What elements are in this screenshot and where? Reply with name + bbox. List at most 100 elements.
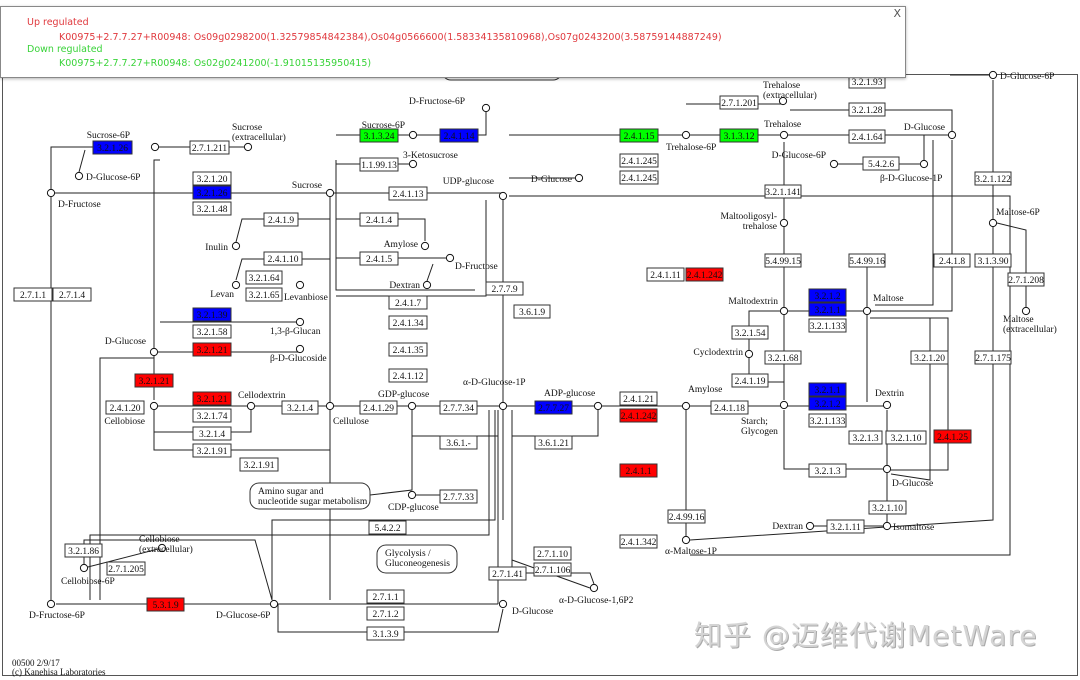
enzyme-box[interactable]: 2.4.1.15 xyxy=(619,128,659,143)
compound-node[interactable] xyxy=(744,349,754,359)
enzyme-box[interactable]: 2.4.1.19 xyxy=(731,373,769,388)
enzyme-box[interactable]: 2.4.1.64 xyxy=(848,129,886,144)
enzyme-box[interactable]: 2.4.1.20 xyxy=(105,400,145,415)
compound-node[interactable] xyxy=(681,401,691,411)
compound-node[interactable] xyxy=(589,583,599,593)
compound-node[interactable] xyxy=(422,280,432,290)
enzyme-box[interactable]: 3.2.1.26 xyxy=(192,185,232,200)
compound-node[interactable] xyxy=(498,191,508,201)
enzyme-box[interactable]: 2.7.1.10 xyxy=(533,546,572,561)
enzyme-box[interactable]: 2.7.7.27 xyxy=(534,400,573,415)
enzyme-box[interactable]: 3.2.1.39 xyxy=(192,307,232,322)
enzyme-box[interactable]: 3.2.1.10 xyxy=(868,500,907,515)
enzyme-box[interactable]: 2.4.1.14 xyxy=(439,128,479,143)
enzyme-box[interactable]: 3.6.1.9 xyxy=(513,304,551,319)
enzyme-box[interactable]: 2.4.1.34 xyxy=(388,315,428,330)
enzyme-box[interactable]: 3.2.1.86 xyxy=(64,543,103,558)
compound-node[interactable] xyxy=(74,171,84,181)
compound-node[interactable] xyxy=(779,130,789,140)
enzyme-box[interactable]: 2.7.1.4 xyxy=(52,287,92,302)
enzyme-box[interactable]: 2.4.1.245 xyxy=(619,153,659,168)
enzyme-box[interactable]: 3.2.1.122 xyxy=(974,171,1012,186)
compound-node[interactable] xyxy=(1021,306,1031,316)
compound-node[interactable] xyxy=(445,253,455,263)
enzyme-box[interactable]: 3.2.1.54 xyxy=(731,325,769,340)
compound-node[interactable] xyxy=(231,280,241,290)
enzyme-box[interactable]: 3.2.1.1 xyxy=(808,302,847,317)
enzyme-box[interactable]: 3.2.1.26 xyxy=(92,140,133,155)
compound-node[interactable] xyxy=(46,599,56,609)
enzyme-box[interactable]: 3.2.1.4 xyxy=(192,426,232,441)
enzyme-box[interactable]: 3.2.1.21 xyxy=(134,373,174,388)
enzyme-box[interactable]: 3.2.1.10 xyxy=(885,430,927,445)
enzyme-box[interactable]: 2.4.1.21 xyxy=(619,391,658,406)
enzyme-box[interactable]: 3.1.3.24 xyxy=(359,128,399,143)
enzyme-box[interactable]: 2.4.1.11 xyxy=(646,267,685,282)
enzyme-box[interactable]: 2.4.1.4 xyxy=(359,212,399,227)
pathway-map-link[interactable]: Glycolysis /Gluconeogenesis xyxy=(376,544,458,574)
compound-node[interactable] xyxy=(681,535,691,545)
enzyme-box[interactable]: 3.2.1.133 xyxy=(808,413,847,428)
close-icon[interactable]: X xyxy=(893,7,901,20)
enzyme-box[interactable]: 3.2.1.20 xyxy=(192,171,232,186)
enzyme-box[interactable]: 3.2.1.91 xyxy=(192,443,232,458)
enzyme-box[interactable]: 2.7.1.208 xyxy=(1007,272,1045,287)
enzyme-box[interactable]: 2.7.1.211 xyxy=(189,140,230,155)
enzyme-box[interactable]: 3.2.1.65 xyxy=(245,287,283,302)
enzyme-box[interactable]: 3.2.1.74 xyxy=(192,408,232,423)
enzyme-box[interactable]: 2.7.1.106 xyxy=(533,562,572,577)
enzyme-box[interactable]: 2.7.1.201 xyxy=(719,95,759,110)
enzyme-box[interactable]: 2.7.7.33 xyxy=(439,489,478,504)
enzyme-box[interactable]: 3.2.1.21 xyxy=(192,342,232,357)
enzyme-box[interactable]: 3.2.1.3 xyxy=(808,463,847,478)
compound-node[interactable] xyxy=(862,306,872,316)
compound-node[interactable] xyxy=(150,142,160,152)
enzyme-box[interactable]: 3.2.1.3 xyxy=(848,430,883,445)
compound-node[interactable] xyxy=(779,218,789,228)
enzyme-box[interactable]: 2.4.1.1 xyxy=(619,463,658,478)
enzyme-box[interactable]: 3.2.1.48 xyxy=(192,201,232,216)
compound-node[interactable] xyxy=(407,490,417,500)
compound-node[interactable] xyxy=(246,401,256,411)
compound-node[interactable] xyxy=(269,599,279,609)
enzyme-box[interactable]: 3.2.1.91 xyxy=(239,457,279,472)
enzyme-box[interactable]: 2.7.1.1 xyxy=(366,589,405,604)
enzyme-box[interactable]: 2.7.1.205 xyxy=(106,561,146,576)
enzyme-box[interactable]: 3.2.1.21 xyxy=(192,391,232,406)
enzyme-box[interactable]: 5.4.2.2 xyxy=(368,520,407,535)
enzyme-box[interactable]: 3.1.3.12 xyxy=(719,128,759,143)
enzyme-box[interactable]: 3.2.1.68 xyxy=(764,350,802,365)
enzyme-box[interactable]: 2.4.1.9 xyxy=(263,212,299,227)
enzyme-box[interactable]: 2.4.1.8 xyxy=(933,253,971,268)
compound-node[interactable] xyxy=(498,401,508,411)
compound-node[interactable] xyxy=(420,241,430,251)
enzyme-box[interactable]: 3.2.1.133 xyxy=(808,318,847,333)
compound-node[interactable] xyxy=(149,401,159,411)
compound-node[interactable] xyxy=(295,280,305,290)
compound-node[interactable] xyxy=(778,96,788,106)
compound-node[interactable] xyxy=(407,401,417,411)
compound-node[interactable] xyxy=(149,347,159,357)
enzyme-box[interactable]: 2.4.1.29 xyxy=(359,400,398,415)
enzyme-box[interactable]: 3.2.1.58 xyxy=(192,324,232,339)
enzyme-box[interactable]: 2.7.1.1 xyxy=(13,287,53,302)
compound-node[interactable] xyxy=(79,563,89,573)
enzyme-box[interactable]: 1.1.99.13 xyxy=(359,157,399,172)
enzyme-box[interactable]: 3.2.1.141 xyxy=(764,184,802,199)
compound-node[interactable] xyxy=(593,401,603,411)
compound-node[interactable] xyxy=(947,130,957,140)
compound-node[interactable] xyxy=(295,317,305,327)
enzyme-box[interactable]: 3.2.1.64 xyxy=(245,270,283,285)
enzyme-box[interactable]: 3.2.1.20 xyxy=(910,350,949,365)
enzyme-box[interactable]: 2.4.1.7 xyxy=(388,295,428,310)
compound-node[interactable] xyxy=(681,130,691,140)
enzyme-box[interactable]: 5.4.99.15 xyxy=(764,253,802,268)
enzyme-box[interactable]: 3.1.3.9 xyxy=(366,626,405,641)
compound-node[interactable] xyxy=(779,306,789,316)
enzyme-box[interactable]: 2.7.1.41 xyxy=(488,566,527,581)
enzyme-box[interactable]: 2.4.1.242 xyxy=(619,408,658,423)
enzyme-box[interactable]: 5.3.1.9 xyxy=(146,597,185,612)
enzyme-box[interactable]: 5.4.99.16 xyxy=(848,253,886,268)
compound-node[interactable] xyxy=(498,599,508,609)
enzyme-box[interactable]: 3.6.1.21 xyxy=(534,435,573,450)
